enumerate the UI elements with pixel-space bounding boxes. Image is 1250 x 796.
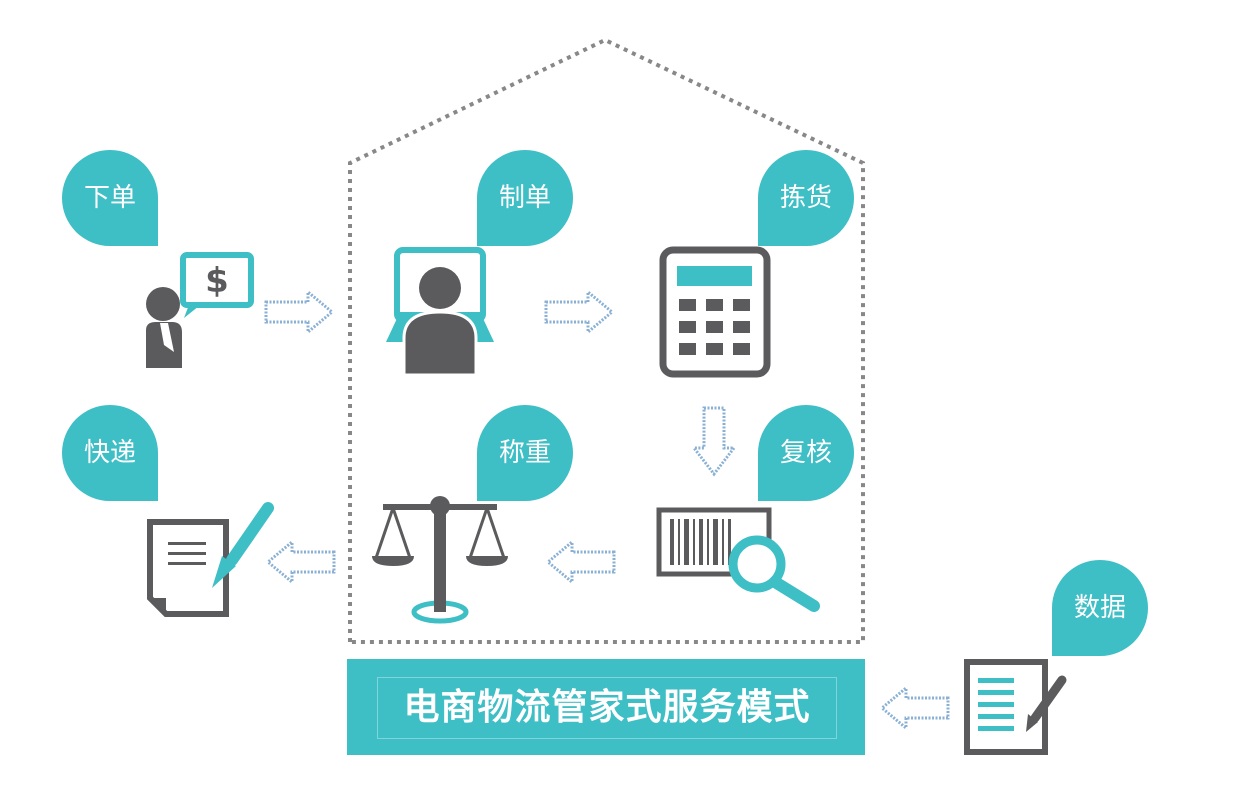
- step-create-bubble: 制单: [477, 150, 573, 246]
- step-review-bubble: 复核: [758, 405, 854, 501]
- step-data-bubble: 数据: [1052, 560, 1148, 656]
- step-order-label: 下单: [83, 183, 136, 213]
- step-express-label: 快递: [83, 438, 136, 468]
- step-pick-bubble: 拣货: [758, 150, 854, 246]
- step-order-bubble: 下单: [62, 150, 158, 246]
- service-model-banner: 电商物流管家式服务模式: [347, 659, 865, 755]
- step-review-label: 复核: [779, 438, 832, 468]
- step-weigh-label: 称重: [498, 438, 551, 468]
- service-model-title: 电商物流管家式服务模式: [377, 677, 837, 739]
- step-data-label: 数据: [1073, 593, 1126, 623]
- step-pick-label: 拣货: [779, 183, 832, 213]
- step-weigh-bubble: 称重: [477, 405, 573, 501]
- step-create-label: 制单: [498, 183, 551, 213]
- step-express-bubble: 快递: [62, 405, 158, 501]
